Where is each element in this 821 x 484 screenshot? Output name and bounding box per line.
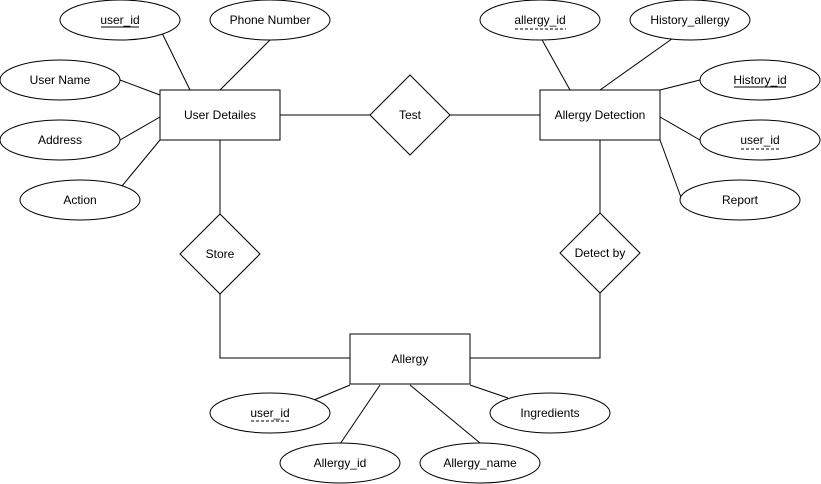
edge-detection-history-allergy (599, 35, 677, 91)
entity-user-details-label: User Detailes (184, 108, 256, 122)
entity-allergy-label: Allergy (392, 352, 429, 366)
relationship-store-label: Store (206, 247, 235, 261)
relationship-test[interactable]: Test (369, 74, 451, 156)
edge-allergy-allergy-id (339, 384, 381, 445)
edge-user-details-phone-number (219, 39, 271, 91)
attribute-user-details-action[interactable]: Action (19, 179, 141, 221)
attribute-detection-report-label: Report (722, 193, 759, 207)
attribute-user-details-user-id-label: user_id (100, 13, 139, 27)
attribute-user-details-phone-number-label: Phone Number (230, 13, 311, 27)
attribute-detection-allergy-id-label: allergy_id (514, 13, 565, 27)
edge-user-details-action (121, 139, 161, 187)
entity-allergy[interactable]: Allergy (349, 333, 471, 385)
edge-detection-history-id (659, 79, 701, 91)
edge-detection-allergy-id (540, 37, 571, 91)
attribute-user-details-user-id[interactable]: user_id (59, 0, 181, 41)
attribute-user-details-user-name[interactable]: User Name (0, 59, 121, 101)
entity-allergy-detection-label: Allergy Detection (555, 108, 646, 122)
relationship-detect-by-label: Detect by (575, 246, 626, 260)
attribute-allergy-allergy-id-label: Allergy_id (314, 456, 367, 470)
attribute-user-details-address[interactable]: Address (0, 119, 121, 161)
entity-allergy-detection[interactable]: Allergy Detection (539, 89, 661, 141)
relationship-detect-by[interactable]: Detect by (559, 212, 641, 294)
attribute-allergy-allergy-id[interactable]: Allergy_id (279, 442, 401, 484)
attribute-detection-user-id-label: user_id (740, 133, 779, 147)
attribute-allergy-allergy-name-label: Allergy_name (443, 456, 517, 470)
attribute-user-details-address-label: Address (38, 133, 82, 147)
relationship-store[interactable]: Store (179, 213, 261, 295)
attribute-allergy-ingredients[interactable]: Ingredients (489, 392, 611, 434)
relationship-test-label: Test (399, 108, 422, 122)
edge-allergy-ingredients (469, 384, 509, 399)
attribute-detection-report[interactable]: Report (679, 179, 801, 221)
edge-user-details-user-id (161, 32, 191, 91)
connectors (119, 32, 701, 445)
attribute-allergy-allergy-name[interactable]: Allergy_name (419, 442, 541, 484)
attribute-allergy-user-id[interactable]: user_id (209, 392, 331, 434)
attribute-detection-history-allergy-label: History_allergy (650, 13, 729, 27)
attribute-detection-history-id[interactable]: History_id (699, 59, 821, 101)
attribute-user-details-phone-number[interactable]: Phone Number (209, 0, 331, 41)
attribute-detection-history-id-label: History_id (733, 73, 786, 87)
edge-detect-by-allergy (470, 293, 601, 359)
edge-user-details-address (119, 116, 161, 141)
edge-user-details-user-name (119, 79, 161, 96)
edge-detection-report (659, 139, 683, 201)
edge-detection-user-id (659, 116, 701, 141)
edge-allergy-user-id (313, 384, 351, 401)
attribute-detection-user-id[interactable]: user_id (699, 119, 821, 161)
edge-allergy-allergy-name (409, 384, 481, 444)
edge-store-allergy (219, 294, 350, 359)
attribute-detection-allergy-id[interactable]: allergy_id (479, 0, 601, 41)
attribute-user-details-action-label: Action (63, 193, 96, 207)
attribute-detection-history-allergy[interactable]: History_allergy (629, 0, 751, 41)
attribute-allergy-user-id-label: user_id (250, 406, 289, 420)
attribute-user-details-user-name-label: User Name (30, 73, 91, 87)
entity-user-details[interactable]: User Detailes (159, 89, 281, 141)
attribute-allergy-ingredients-label: Ingredients (520, 406, 579, 420)
